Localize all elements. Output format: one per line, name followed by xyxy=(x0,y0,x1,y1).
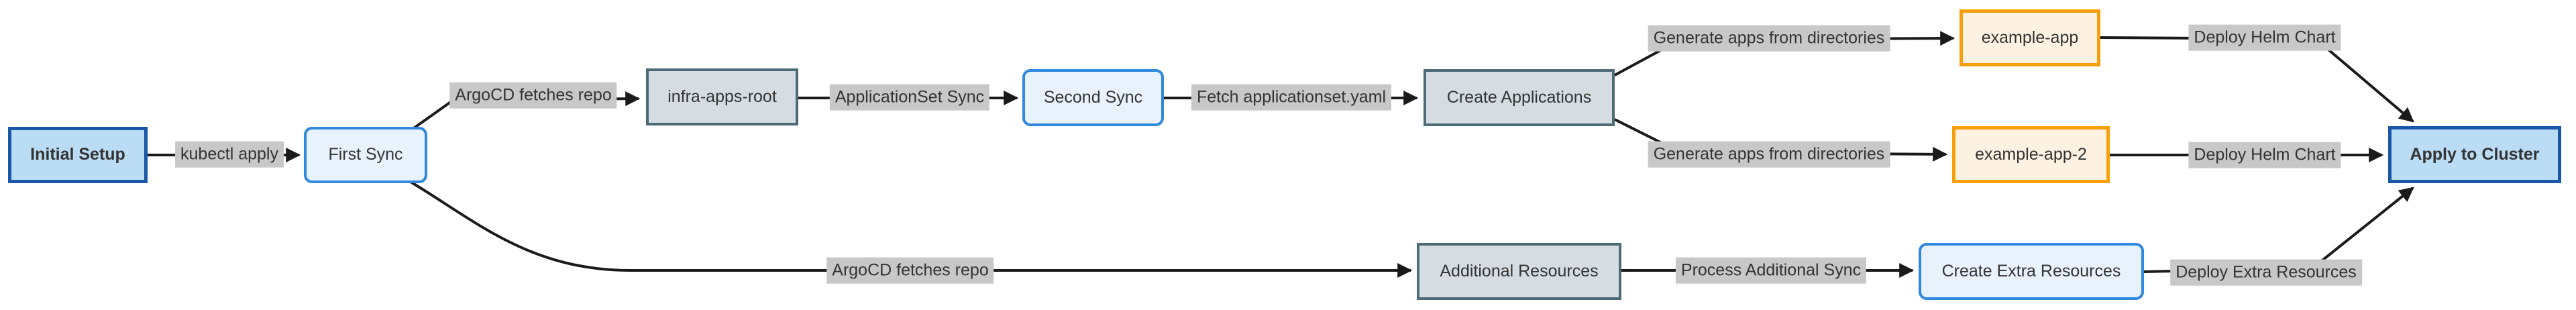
edge-label-fetch-applicationset-yaml: Fetch applicationset.yaml xyxy=(1191,84,1392,111)
node-apply-to-cluster: Apply to Cluster xyxy=(2388,126,2561,183)
edge-firstsync-to-additional xyxy=(409,180,1413,278)
node-first-sync: First Sync xyxy=(304,127,427,183)
node-example-app: example-app xyxy=(1960,9,2100,66)
node-second-sync: Second Sync xyxy=(1022,69,1164,126)
node-initial-setup: Initial Setup xyxy=(8,127,148,183)
edge-label-deploy-helm-chart-top: Deploy Helm Chart xyxy=(2188,24,2341,51)
edge-label-argocd-fetches-repo-bottom: ArgoCD fetches repo xyxy=(826,257,994,284)
edge-label-deploy-extra-resources: Deploy Extra Resources xyxy=(2170,259,2362,286)
edge-label-deploy-helm-chart-bottom: Deploy Helm Chart xyxy=(2188,142,2341,168)
edge-label-applicationset-sync: ApplicationSet Sync xyxy=(829,84,990,111)
edge-label-argocd-fetches-repo-top: ArgoCD fetches repo xyxy=(449,82,617,109)
node-additional-resources: Additional Resources xyxy=(1417,243,1621,300)
edge-label-generate-apps-bottom: Generate apps from directories xyxy=(1648,141,1890,168)
edge-label-process-additional-sync: Process Additional Sync xyxy=(1675,257,1867,284)
node-create-applications: Create Applications xyxy=(1424,69,1615,126)
node-create-extra-resources: Create Extra Resources xyxy=(1919,243,2144,300)
node-example-app-2: example-app-2 xyxy=(1952,126,2110,183)
edge-label-kubectl-apply: kubectl apply xyxy=(175,141,284,168)
edge-label-generate-apps-top: Generate apps from directories xyxy=(1648,25,1890,52)
node-infra-apps-root: infra-apps-root xyxy=(646,68,798,125)
